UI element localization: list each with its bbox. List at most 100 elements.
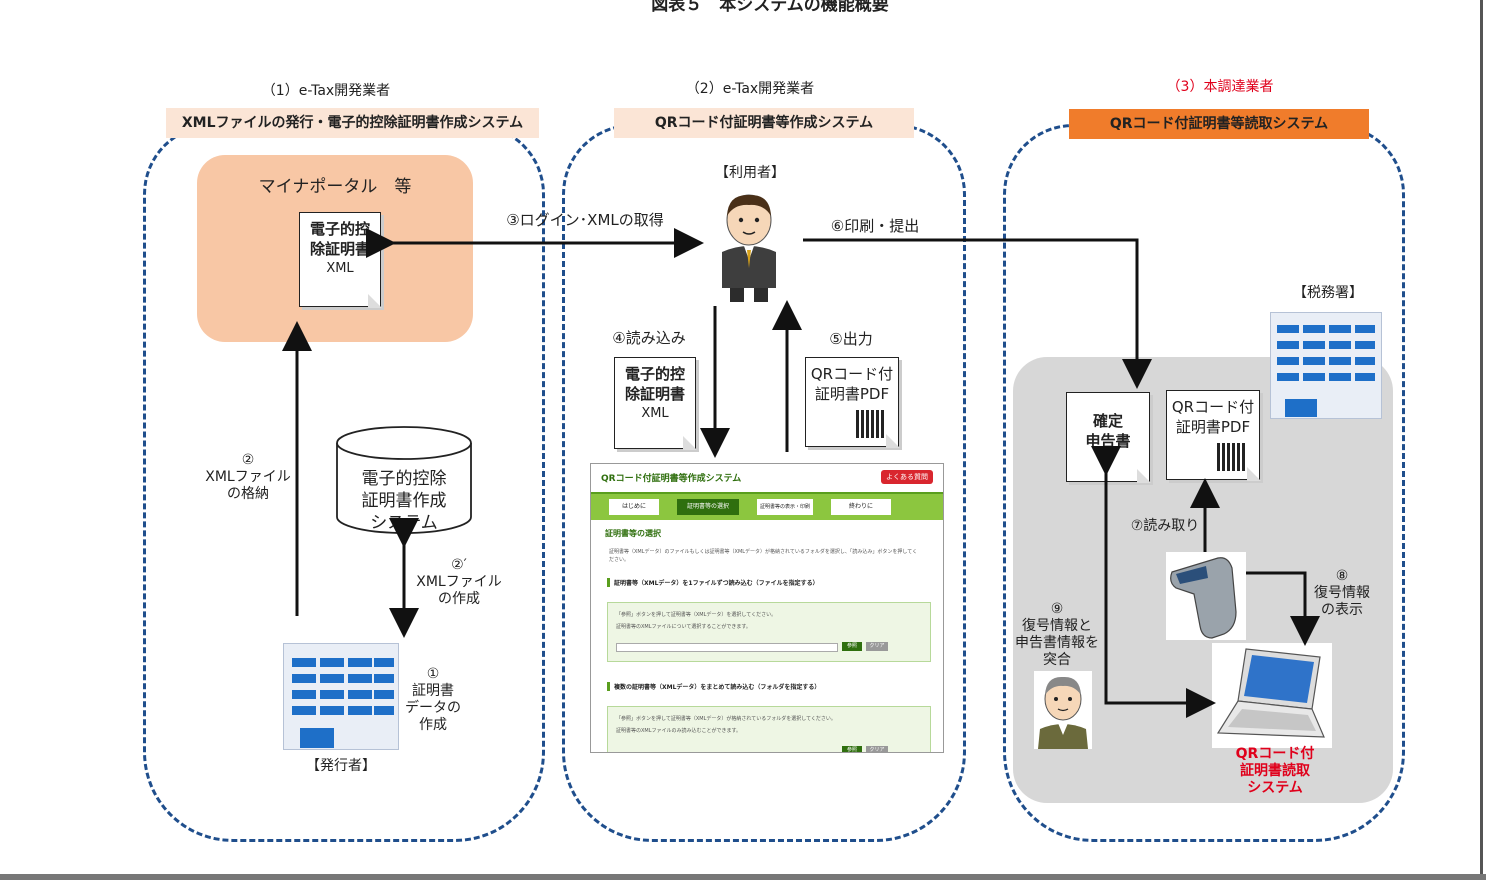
doc-line: XML: [641, 406, 669, 421]
step2-line: の格納: [227, 486, 269, 502]
doc-line: QRコード付: [1171, 398, 1255, 416]
doc-line: 除証明書: [624, 385, 685, 403]
step7-label: ⑦読み取り: [1130, 518, 1200, 534]
tax-return-document: 確定 申告書: [1066, 392, 1151, 483]
issuer-building-icon: [283, 643, 399, 750]
laptop-icon: [1212, 643, 1332, 748]
step-nav-item[interactable]: 終わりに: [831, 499, 891, 515]
qr-code-icon: [856, 410, 884, 438]
step8-line: 復号情報: [1314, 585, 1370, 601]
col3-heading: （3）本調達業者: [1166, 79, 1274, 95]
clear-button[interactable]: クリア: [866, 746, 888, 752]
qr-reader-device-icon: [1166, 552, 1246, 640]
box1-text2: 証明書等のXMLファイルについて選択することができます。: [616, 624, 751, 630]
step2b-label: ②′ XMLファイル の作成: [414, 557, 504, 608]
doc-line: 申告書: [1085, 432, 1131, 450]
reader-system-line: QRコード付: [1235, 746, 1315, 762]
box2-title: 複数の証明書等（XMLデータ）をまとめて読み込む（フォルダを指定する）: [607, 682, 938, 691]
box1-text: 「参照」ボタンを押して証明書等（XMLデータ）を選択してください。: [616, 612, 777, 618]
step6-label: ⑥印刷・提出: [830, 217, 920, 235]
step1-line: ①: [426, 666, 440, 682]
doc-line: 証明書PDF: [814, 385, 890, 403]
doc-fold: [683, 436, 697, 450]
doc-line: 電子的控: [309, 220, 370, 238]
step9-label: ⑨ 復号情報と 申告書情報を 突合: [1012, 601, 1102, 669]
col2-system-header: QRコード付証明書等作成システム: [614, 108, 914, 138]
step8-line: ⑧: [1335, 568, 1349, 584]
doc-line: 電子的控: [624, 365, 685, 383]
tax-officer-icon: [1034, 671, 1092, 749]
mynaportal-label: マイナポータル 等: [258, 177, 412, 197]
doc-fold: [368, 294, 382, 308]
app-title: QRコード付証明書等作成システム: [601, 474, 742, 484]
file-select-box: 「参照」ボタンを押して証明書等（XMLデータ）を選択してください。 証明書等のX…: [607, 602, 931, 662]
col2-heading: （2）e-Tax開発業者: [685, 81, 815, 97]
step-nav: はじめに 証明書等の選択 証明書等の表示・印刷 終わりに: [591, 494, 943, 520]
page-border-right: [1480, 0, 1483, 880]
clear-button[interactable]: クリア: [866, 642, 888, 651]
reader-system-line: システム: [1247, 780, 1303, 796]
user-label: 【利用者】: [715, 165, 785, 181]
step1-line: データの: [405, 700, 461, 716]
step9-line: 復号情報と: [1022, 618, 1092, 634]
doc-line: 除証明書: [309, 240, 370, 258]
cert-creation-db-icon: [336, 426, 472, 534]
section-title: 証明書等の選択: [605, 529, 661, 538]
reader-system-label: QRコード付 証明書読取 システム: [1226, 746, 1324, 797]
tax-office-building-icon: [1270, 312, 1382, 419]
step4-label: ④読み込み: [612, 329, 686, 347]
step1-line: 作成: [419, 717, 447, 733]
step8-label: ⑧ 復号情報 の表示: [1306, 568, 1378, 619]
step-nav-item-active[interactable]: 証明書等の選択: [677, 499, 739, 515]
step2b-line: ②′: [451, 557, 467, 573]
db-label: 電子的控除 証明書作成 システム: [340, 468, 468, 534]
db-label-line: システム: [370, 513, 438, 533]
doc-fold: [1247, 467, 1261, 481]
box2-text: 「参照」ボタンを押して証明書等（XMLデータ）が格納されているフォルダを選択して…: [616, 716, 836, 722]
db-label-line: 証明書作成: [361, 491, 447, 511]
doc-line: 確定: [1092, 412, 1123, 430]
step9-line: 突合: [1043, 652, 1071, 668]
help-button[interactable]: よくある質問: [881, 470, 933, 484]
file-path-input[interactable]: [616, 643, 838, 652]
step5-label: ⑤出力: [829, 330, 873, 348]
col3-system-header: QRコード付証明書等読取システム: [1069, 109, 1369, 139]
db-label-line: 電子的控除: [361, 469, 447, 489]
step1-label: ① 証明書 データの 作成: [400, 666, 466, 734]
reader-system-line: 証明書読取: [1240, 763, 1310, 779]
step2-label: ② XMLファイル の格納: [203, 452, 293, 503]
box2-text2: 証明書等のXMLファイルのみ読み込むことができます。: [616, 728, 742, 734]
step8-line: の表示: [1321, 602, 1363, 618]
app-header: QRコード付証明書等作成システム よくある質問: [591, 464, 943, 494]
step-nav-item[interactable]: はじめに: [609, 499, 659, 515]
step2-line: ②: [241, 452, 255, 468]
doc-line: 証明書PDF: [1175, 418, 1251, 436]
doc-fold: [886, 434, 900, 448]
portal-xml-document: 電子的控 除証明書 XML: [299, 212, 382, 308]
browse-button[interactable]: 参照: [842, 642, 862, 651]
browse-button[interactable]: 参照: [842, 746, 862, 752]
col1-system-header: XMLファイルの発行・電子的控除証明書作成システム: [166, 108, 539, 138]
step2-line: XMLファイル: [205, 469, 291, 485]
doc-line: QRコード付: [810, 365, 894, 383]
qr-app-screenshot: QRコード付証明書等作成システム よくある質問 はじめに 証明書等の選択 証明書…: [590, 463, 944, 753]
user-person-icon: [722, 194, 776, 302]
input-xml-document: 電子的控 除証明書 XML: [614, 357, 697, 450]
tax-office-label: 【税務署】: [1293, 285, 1363, 301]
issuer-label: 【発行者】: [306, 758, 376, 774]
qr-code-icon: [1217, 443, 1245, 471]
step2b-line: XMLファイル: [416, 574, 502, 590]
step9-line: 申告書情報を: [1015, 635, 1099, 651]
step1-line: 証明書: [412, 683, 454, 699]
output-pdf-document: QRコード付 証明書PDF: [805, 357, 900, 448]
col1-heading: （1）e-Tax開発業者: [261, 83, 391, 99]
step9-line: ⑨: [1050, 601, 1064, 617]
step3-label: ③ログイン･XMLの取得: [506, 211, 664, 229]
step2b-line: の作成: [438, 591, 480, 607]
page-border-bottom: [0, 874, 1486, 880]
section-desc: 証明書等（XMLデータ）のファイルもしくは証明書等（XMLデータ）が格納されてい…: [609, 549, 918, 563]
box1-title: 証明書等（XMLデータ）を1ファイルずつ読み込む（ファイルを指定する）: [607, 578, 938, 587]
qr-pdf-document: QRコード付 証明書PDF: [1166, 390, 1261, 481]
step-nav-item[interactable]: 証明書等の表示・印刷: [757, 499, 813, 515]
figure-title: 図表５ 本システムの機能概要: [651, 0, 889, 15]
